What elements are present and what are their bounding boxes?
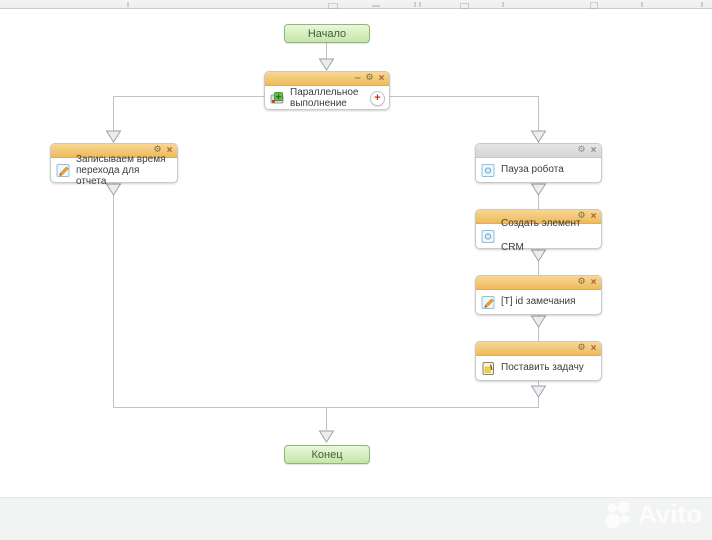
node-title: [T] id замечания (501, 296, 576, 307)
node-header: ⚙ × (51, 144, 177, 158)
toolbar-icon-fragment (328, 3, 338, 9)
settings-icon[interactable]: ⚙ (577, 145, 586, 155)
toolbar-icon-fragment (701, 2, 703, 7)
arrow-down-icon (530, 249, 547, 262)
arrow-down-icon (318, 430, 335, 443)
node-pause-robot[interactable]: ⚙ × Пауза робота (475, 143, 602, 183)
close-icon[interactable]: × (590, 343, 597, 354)
node-create-crm-element[interactable]: ⚙ × Создать элемент CRM (475, 209, 602, 253)
start-node[interactable]: Начало (284, 24, 370, 43)
connector-line (388, 96, 539, 97)
toolbar-icon-fragment (590, 2, 598, 9)
close-icon[interactable]: × (590, 277, 597, 288)
toolbar-icon-fragment (502, 2, 504, 7)
connector-line (113, 96, 114, 143)
start-node-label: Начало (307, 27, 347, 40)
settings-icon[interactable]: ⚙ (153, 145, 162, 155)
node-title: Записываем время перехода для отчета (76, 153, 166, 187)
node-parallel-execution[interactable]: – ⚙ × Параллельное выполнение + (264, 71, 390, 110)
close-icon[interactable]: × (166, 145, 173, 156)
node-header: ⚙ × (476, 210, 601, 224)
arrow-down-icon (105, 130, 122, 143)
minimize-button[interactable]: – (354, 72, 361, 84)
close-icon[interactable]: × (590, 211, 597, 222)
connector-line (538, 96, 539, 143)
bottom-band (0, 497, 712, 540)
node-log-transition-time[interactable]: ⚙ × Записываем время перехода для отчета (50, 143, 178, 187)
node-header: ⚙ × (476, 276, 601, 290)
toolbar-icon-fragment (419, 2, 421, 7)
close-icon[interactable]: × (590, 145, 597, 156)
connector-line (326, 41, 327, 59)
parallel-execution-icon (270, 90, 285, 105)
node-set-task[interactable]: ⚙ × Поставить задачу (475, 341, 602, 381)
close-icon[interactable]: × (378, 73, 385, 84)
node-remark-id[interactable]: ⚙ × [T] id замечания (475, 275, 602, 315)
end-node[interactable]: Конец (284, 445, 370, 464)
add-activity-button[interactable]: + (370, 90, 385, 106)
node-title: Создать элемент CRM (501, 218, 581, 253)
avito-watermark-text: Avito (637, 499, 702, 529)
crm-element-icon (481, 229, 496, 244)
task-icon (481, 361, 496, 376)
toolbar-icon-fragment (414, 2, 416, 7)
pause-robot-icon (481, 163, 496, 178)
connector-line (113, 96, 265, 97)
settings-icon[interactable]: ⚙ (577, 277, 586, 287)
edit-document-icon (481, 295, 496, 310)
toolbar-strip (0, 0, 712, 9)
connector-line (113, 181, 114, 407)
node-header: ⚙ × (476, 342, 601, 356)
settings-icon[interactable]: ⚙ (577, 211, 586, 221)
toolbar-icon-fragment (641, 2, 643, 7)
arrow-down-icon (530, 183, 547, 196)
node-title: Поставить задачу (501, 362, 584, 373)
settings-icon[interactable]: ⚙ (365, 73, 374, 83)
edit-document-icon (56, 163, 71, 178)
connector-line (326, 407, 327, 430)
settings-icon[interactable]: ⚙ (577, 343, 586, 353)
arrow-down-icon (530, 130, 547, 143)
toolbar-icon-fragment (372, 5, 380, 7)
arrow-down-icon (530, 385, 547, 398)
arrow-down-icon (105, 183, 122, 196)
arrow-down-icon (318, 58, 335, 71)
node-header: ⚙ × (476, 144, 601, 158)
node-title: Пауза робота (501, 164, 564, 175)
avito-logo-icon (605, 500, 629, 528)
toolbar-icon-fragment (460, 3, 469, 9)
arrow-down-icon (530, 315, 547, 328)
node-header: – ⚙ × (265, 72, 389, 86)
node-title: Параллельное выполнение (290, 86, 359, 109)
toolbar-icon-fragment (127, 2, 129, 7)
avito-watermark: Avito (604, 499, 702, 530)
end-node-label: Конец (311, 448, 343, 461)
